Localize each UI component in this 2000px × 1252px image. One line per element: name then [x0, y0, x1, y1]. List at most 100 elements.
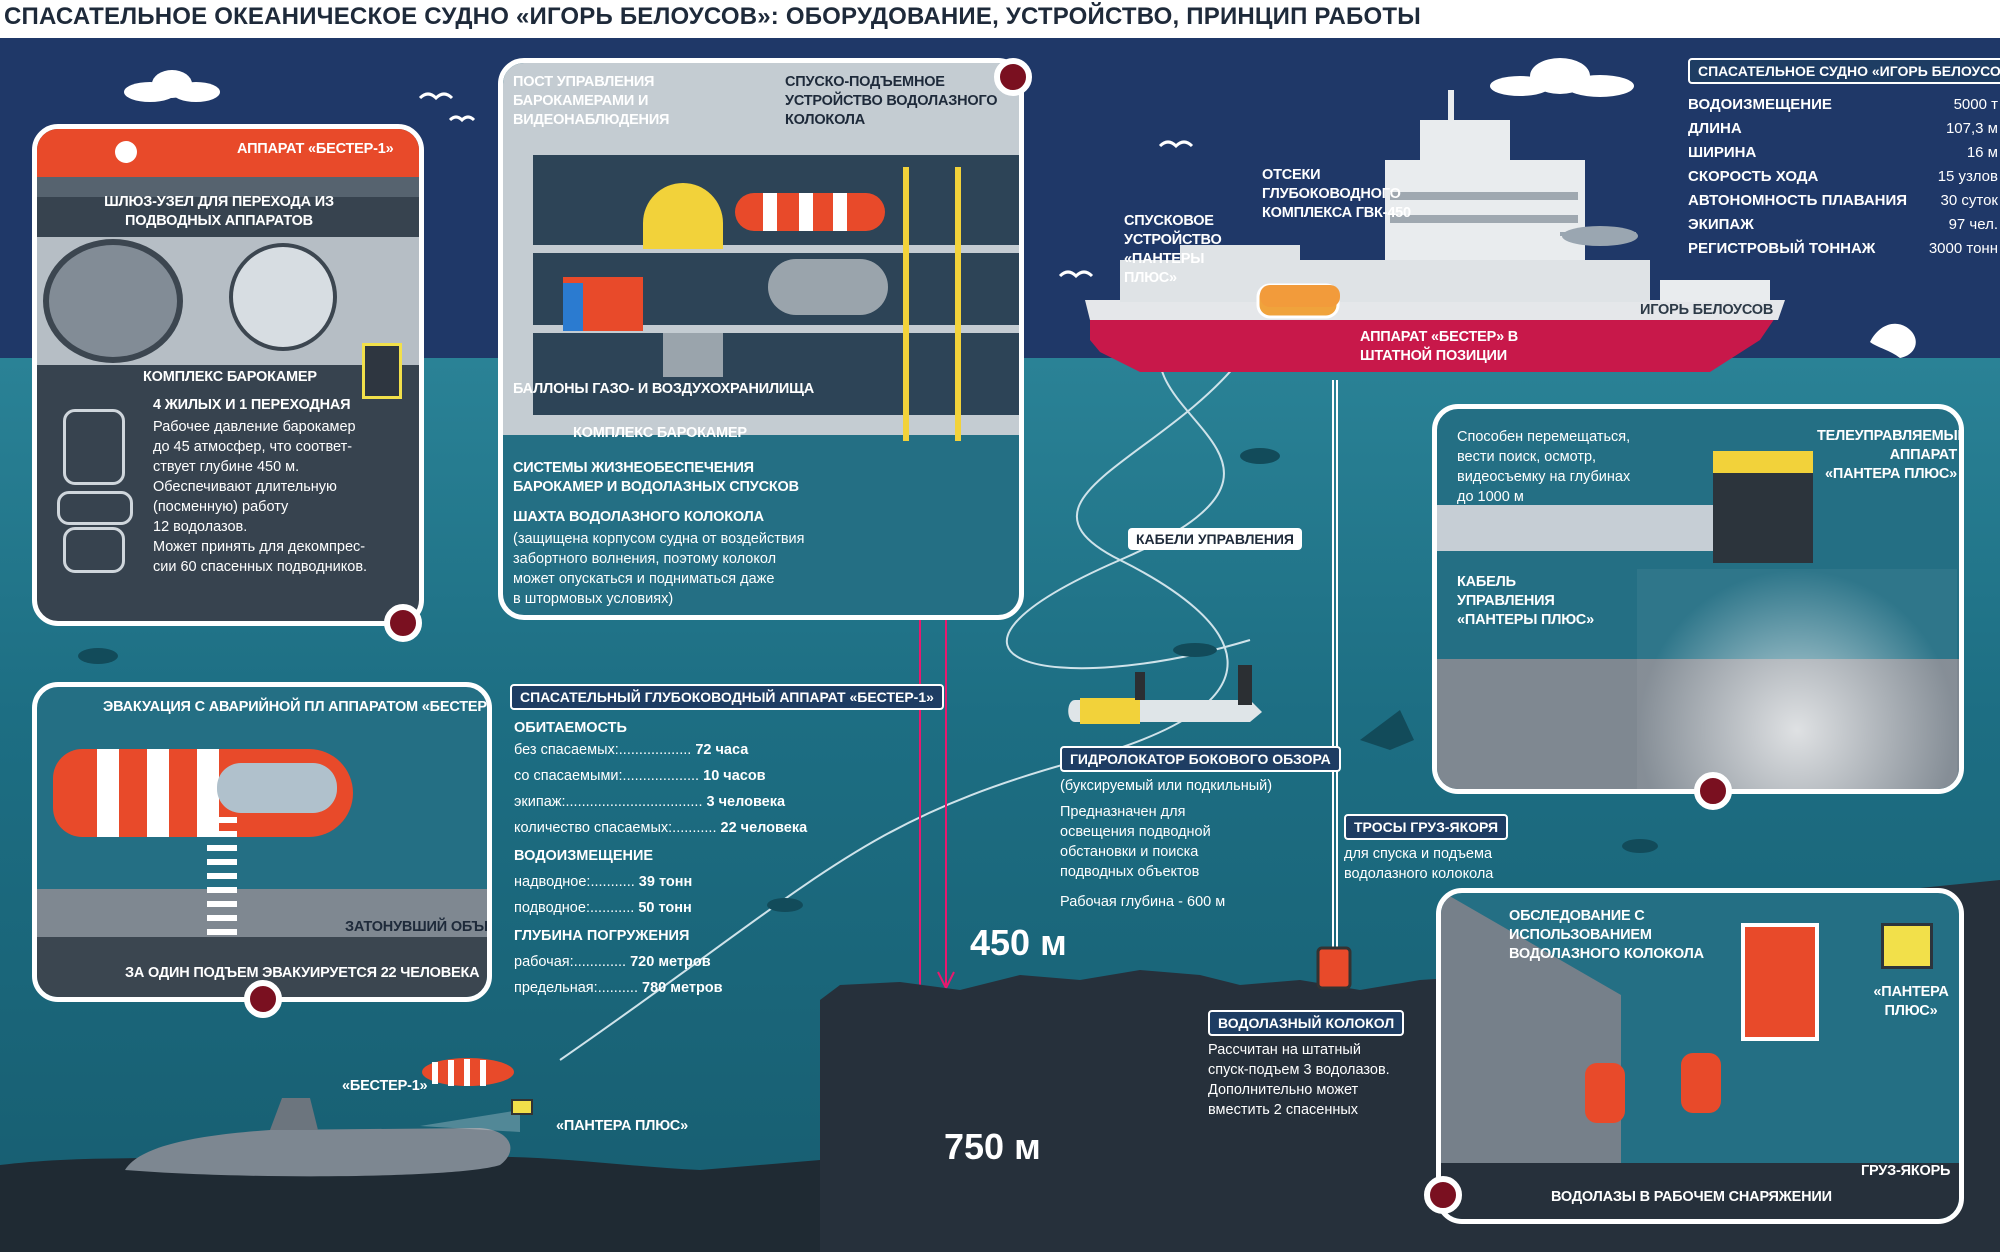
chamber-diagram-icon	[55, 401, 133, 573]
control-cable	[559, 359, 1241, 1061]
bell-text-4: вместить 2 спасенных	[1208, 1102, 1359, 1118]
life-support-label: СИСТЕМЫ ЖИЗНЕОБЕСПЕЧЕНИЯ БАРОКАМЕР И ВОД…	[513, 460, 799, 495]
anchor-text-1: для спуска и подъема	[1344, 846, 1493, 862]
crew-cabin	[217, 763, 337, 813]
depth-750: 750 м	[944, 1126, 1041, 1167]
complex-label: КОМПЛЕКС БАРОКАМЕР	[143, 369, 317, 385]
anchor-label: ГРУЗ-ЯКОРЬ	[1861, 1163, 1951, 1179]
pantera-label: «ПАНТЕРА ПЛЮС»	[556, 1118, 688, 1134]
page-title: СПАСАТЕЛЬНОЕ ОКЕАНИЧЕСКОЕ СУДНО «ИГОРЬ Б…	[4, 3, 1421, 30]
sonar-depth: Рабочая глубина - 600 м	[1060, 894, 1226, 910]
deck-line	[523, 245, 1019, 253]
shaft-text-3: может опускаться и подниматься даже	[513, 571, 775, 587]
pantera-plus-icon	[1881, 923, 1933, 969]
pantera-text-2: вести поиск, осмотр,	[1457, 449, 1597, 465]
bell-text-3: Дополнительно может	[1208, 1082, 1359, 1098]
chamber-heading: 4 ЖИЛЫХ И 1 ПЕРЕХОДНАЯ	[153, 397, 351, 413]
survey-pantera-label: «ПАНТЕРА ПЛЮС»	[1873, 984, 1949, 1019]
lock-label: ШЛЮЗ-УЗЕЛ ДЛЯ ПЕРЕХОДА ИЗ ПОДВОДНЫХ АППА…	[104, 194, 334, 229]
panel-diving-survey: ОБСЛЕДОВАНИЕ С ИСПОЛЬЗОВАНИЕМ ВОДОЛАЗНОГ…	[1436, 888, 1964, 1224]
gvk-label: ОТСЕКИ ГЛУБОКОВОДНОГО КОМПЛЕКСА ГВК-450	[1262, 167, 1411, 221]
spec-row: предельная:.......... 780 метров	[514, 980, 723, 996]
tanks-label: БАЛЛОНЫ ГАЗО- И ВОЗДУХОХРАНИЛИЩА	[513, 381, 814, 397]
chamber-text-8: сии 60 спасенных подводников.	[153, 559, 368, 575]
rov-icon	[1713, 451, 1813, 563]
spec-row: экипаж:.................................…	[514, 794, 786, 810]
marker-dot[interactable]	[994, 58, 1032, 96]
seabed	[0, 1156, 820, 1252]
spec-row: подводное:........... 50 тонн	[514, 900, 692, 916]
life-support-icon	[663, 333, 723, 377]
sunken-label: ЗАТОНУВШИЙ ОБЪЕКТ	[345, 919, 487, 935]
complex-label-2: КОМПЛЕКС БАРОКАМЕР	[573, 425, 747, 441]
chamber-text-1: Рабочее давление барокамер	[153, 419, 356, 435]
anchor-text-2: водолазного колокола	[1344, 866, 1494, 882]
ladder-icon	[207, 817, 237, 937]
survey-title: ОБСЛЕДОВАНИЕ С ИСПОЛЬЗОВАНИЕМ ВОДОЛАЗНОГ…	[1509, 908, 1704, 962]
seabed	[1441, 1163, 1959, 1219]
shaft-text-4: в штормовых условиях)	[513, 591, 674, 607]
deck-line	[523, 325, 1019, 333]
cable-label: КАБЕЛЬ УПРАВЛЕНИЯ «ПАНТЕРЫ ПЛЮС»	[1457, 574, 1594, 628]
barochamber-icon	[768, 259, 888, 315]
bester-label: АППАРАТ «БЕСТЕР-1»	[237, 141, 394, 157]
bester-hull	[37, 129, 419, 177]
lift-label: СПУСКО-ПОДЪЕМНОЕ УСТРОЙСТВО ВОДОЛАЗНОГО …	[785, 74, 998, 128]
depth-heading: ГЛУБИНА ПОГРУЖЕНИЯ	[514, 928, 690, 944]
bell-text-1: Рассчитан на штатный	[1208, 1042, 1361, 1058]
launcher-label: СПУСКОВОЕ УСТРОЙСТВО «ПАНТЕРЫ ПЛЮС»	[1124, 213, 1222, 286]
sonar-text-3: обстановки и поиска	[1060, 844, 1199, 860]
chamber-icon	[43, 239, 183, 363]
control-cable	[1005, 329, 1251, 670]
sonar-text-2: освещения подводной	[1060, 824, 1211, 840]
specs-header: СПАСАТЕЛЬНОЕ СУДНО «ИГОРЬ БЕЛОУСОВ»	[1688, 58, 2000, 84]
marker-dot[interactable]	[244, 980, 282, 1018]
bester-specs-tag: СПАСАТЕЛЬНЫЙ ГЛУБОКОВОДНЫЙ АППАРАТ «БЕСТ…	[510, 684, 944, 710]
lift-frame	[903, 167, 909, 441]
sonar-text-4: подводных объектов	[1060, 864, 1200, 880]
spec-row: надводное:........... 39 тонн	[514, 874, 693, 890]
diving-bell-tag: ВОДОЛАЗНЫЙ КОЛОКОЛ	[1208, 1010, 1405, 1036]
panel-gvk-compartments: ПОСТ УПРАВЛЕНИЯ БАРОКАМЕРАМИ И ВИДЕОНАБЛ…	[498, 58, 1024, 620]
shaft-text-1: (защищена корпусом судна от воздействия	[513, 531, 805, 547]
diver-icon	[1681, 1053, 1721, 1113]
light-beam	[1637, 569, 1957, 789]
spec-row: количество спасаемых:........... 22 чело…	[514, 820, 808, 836]
bester-1-label: «БЕСТЕР-1»	[342, 1078, 428, 1094]
divers-label: ВОДОЛАЗЫ В РАБОЧЕМ СНАРЯЖЕНИИ	[1551, 1189, 1832, 1205]
bester-position-label: АППАРАТ «БЕСТЕР» В ШТАТНОЙ ПОЗИЦИИ	[1360, 329, 1519, 364]
chamber-text-5: (посменную) работу	[153, 499, 289, 515]
sonar-text-1: Предназначен для	[1060, 804, 1186, 820]
diver-icon	[1585, 1063, 1625, 1123]
sonar-sub: (буксируемый или подкильный)	[1060, 778, 1273, 794]
rov-label: ТЕЛЕУПРАВЛЯЕМЫЙ АППАРАТ «ПАНТЕРА ПЛЮС»	[1817, 428, 1964, 482]
pantera-plus-icon	[511, 1099, 533, 1115]
marker-dot[interactable]	[1424, 1176, 1462, 1214]
panel-pantera-plus: Способен перемещаться, вести поиск, осмо…	[1432, 404, 1964, 794]
evac-title: ЭВАКУАЦИЯ С АВАРИЙНОЙ ПЛ АППАРАТОМ «БЕСТ…	[103, 699, 492, 715]
shaft-text-2: забортного волнения, поэтому колокол	[513, 551, 777, 567]
spec-row: рабочая:............. 720 метров	[514, 954, 711, 970]
pantera-plus-icon	[362, 343, 402, 399]
seagull-icon	[418, 92, 1194, 279]
dolphin-icon	[1870, 323, 1916, 358]
chamber-text-4: Обеспечивают длительную	[153, 479, 337, 495]
winch-icon	[643, 183, 723, 249]
pantera-text-4: до 1000 м	[1457, 489, 1524, 505]
marker-dot[interactable]	[384, 604, 422, 642]
post-label: ПОСТ УПРАВЛЕНИЯ БАРОКАМЕРАМИ И ВИДЕОНАБЛ…	[513, 74, 670, 128]
depth-450: 450 м	[970, 922, 1067, 963]
ship-icon	[1085, 90, 1785, 372]
chamber-text-3: ствует глубине 450 м.	[153, 459, 300, 475]
shaft-label: ШАХТА ВОДОЛАЗНОГО КОЛОКОЛА	[513, 509, 764, 525]
panel-evacuation: ЭВАКУАЦИЯ С АВАРИЙНОЙ ПЛ АППАРАТОМ «БЕСТ…	[32, 682, 492, 1002]
marker-dot[interactable]	[1694, 772, 1732, 810]
cloud-icon	[124, 58, 1634, 102]
